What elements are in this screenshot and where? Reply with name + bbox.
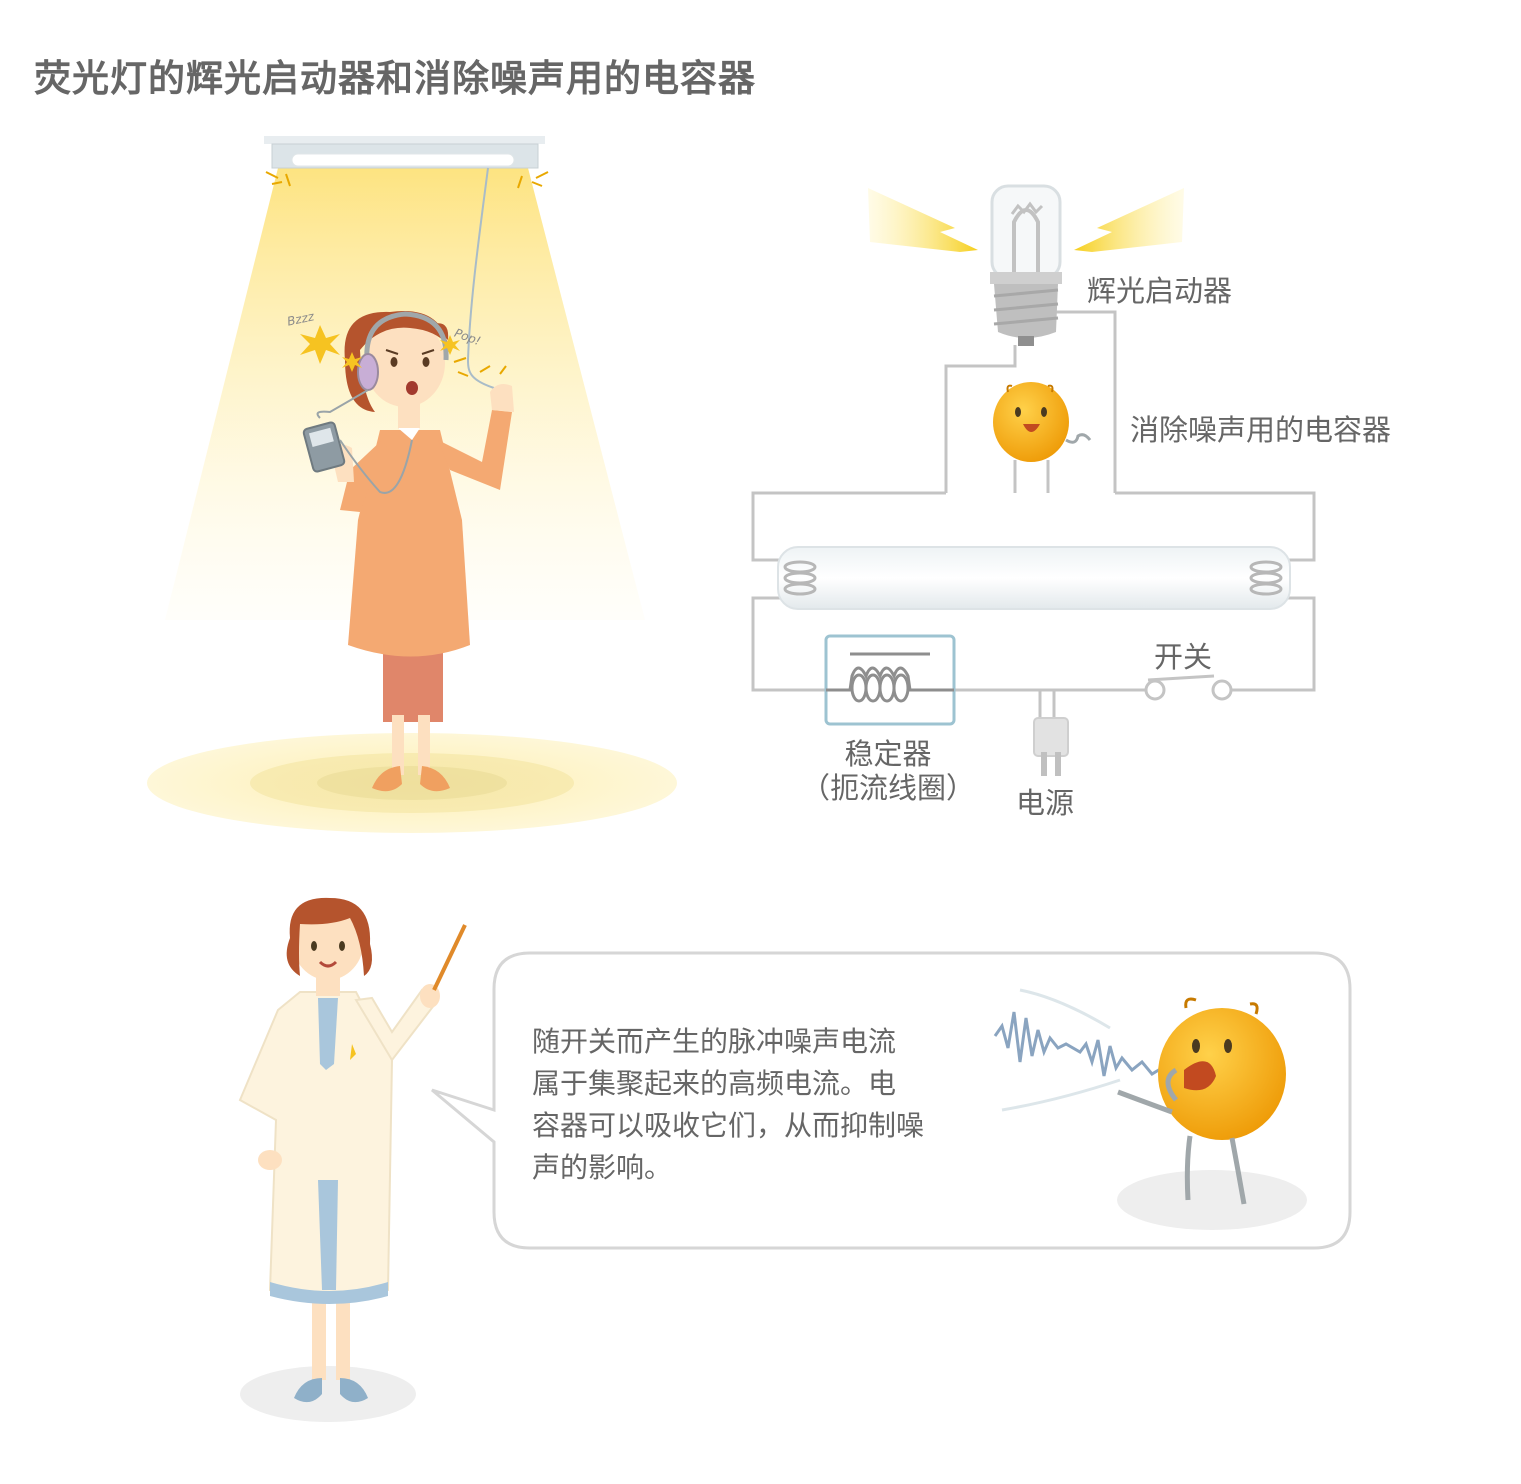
power-label: 电源 [1016, 786, 1075, 820]
page-title: 荧光灯的辉光启动器和消除噪声用的电容器 [34, 57, 756, 100]
wire-bottom-left [751, 596, 826, 692]
lamp-mount [264, 136, 545, 144]
power-plug-icon [1033, 717, 1069, 776]
switch-label: 开关 [1154, 640, 1213, 674]
wire-top-left [751, 491, 946, 562]
circuit-diagram [751, 310, 1316, 720]
buzz-star-icon [300, 325, 340, 364]
speech-bubble [431, 951, 1352, 1250]
wire-starter-left [944, 345, 1017, 493]
filament-left-icon [783, 560, 817, 596]
capacitor-character [993, 382, 1092, 462]
coil-icon [826, 666, 954, 692]
explanation-line-4: 声的影响。 [532, 1151, 673, 1184]
glow-starter-bulb [868, 184, 1184, 346]
explanation-line-2: 属于集聚起来的高频电流。电 [532, 1067, 897, 1100]
wire-top-right [1115, 491, 1316, 562]
noise-capacitor-label: 消除噪声用的电容器 [1130, 413, 1392, 447]
explanation-text: 随开关而产生的脉冲噪声电流 属于集聚起来的高频电流。电 容器可以吸收它们，从而抑… [532, 1021, 972, 1189]
pull-cord [466, 167, 495, 389]
explanation-line-1: 随开关而产生的脉冲噪声电流 [532, 1025, 897, 1058]
capacitor-absorbing-noise [993, 988, 1307, 1230]
ballast-label: 稳定器 [844, 737, 932, 771]
fluorescent-tube [777, 546, 1291, 610]
ballast-coil [824, 634, 956, 726]
teacher-figure [238, 897, 467, 1422]
ballast-sub-label: （扼流线圈） [800, 771, 975, 805]
glow-starter-label: 辉光启动器 [1087, 274, 1233, 308]
filament-right-icon [1249, 560, 1283, 596]
wire-bottom-right [1231, 596, 1316, 692]
flash-left-icon [868, 188, 978, 252]
noise-wave-icon [993, 1011, 1183, 1080]
lamp-sparkles [265, 171, 549, 189]
switch-symbol [1144, 674, 1233, 701]
flash-right-icon [1074, 188, 1184, 252]
girl-figure [147, 310, 677, 833]
lamp-tube [291, 153, 515, 167]
explanation-line-3: 容器可以吸收它们，从而抑制噪 [532, 1109, 925, 1142]
